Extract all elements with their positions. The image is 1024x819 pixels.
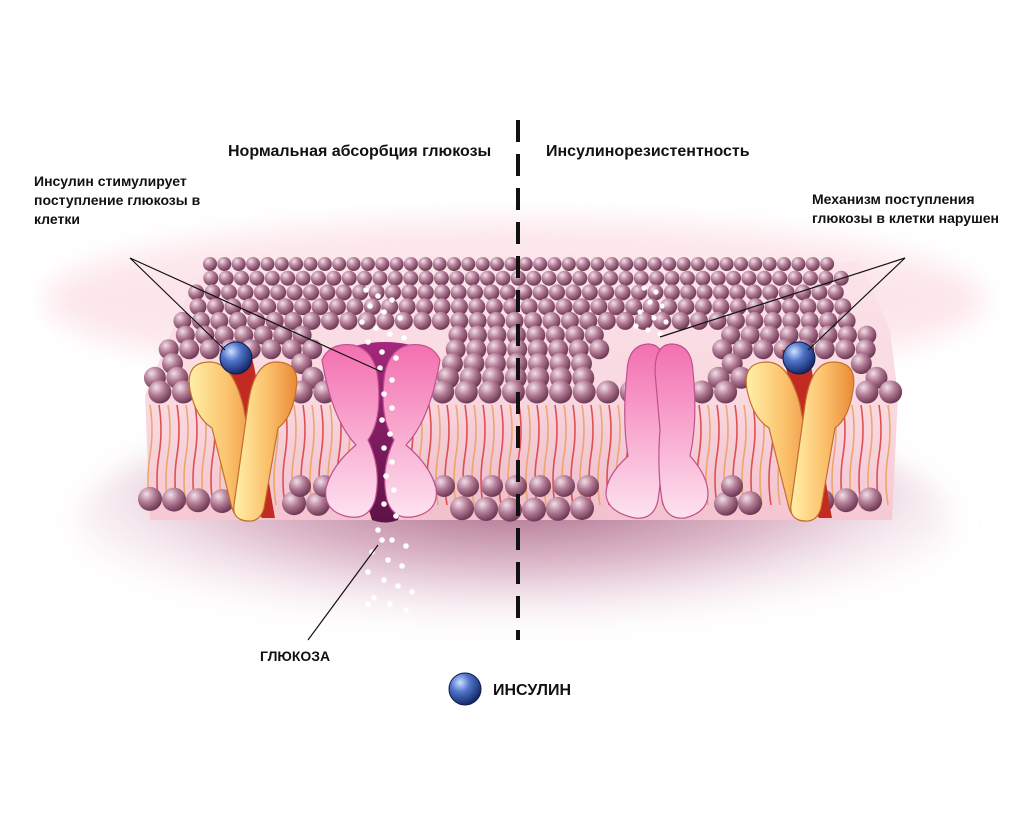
leader-left-to-transporter <box>129 257 383 373</box>
leader-lines <box>129 257 906 641</box>
insulin-molecule-right <box>782 341 816 375</box>
glucose-label: ГЛЮКОЗА <box>260 648 331 664</box>
note-insulin-stimulates: Инсулин стимулирует поступление глюкозы … <box>34 173 201 227</box>
insulin-receptor-left <box>188 350 298 522</box>
insulin-molecule-left <box>219 341 253 375</box>
leader-left-to-insulin <box>129 257 226 351</box>
transporter-wing-left <box>321 343 380 518</box>
insulin-receptor-right <box>745 350 855 522</box>
insulin-legend-label: ИНСУЛИН <box>493 682 572 699</box>
insulin-legend-icon <box>448 672 482 706</box>
lipid-heads <box>138 257 903 522</box>
title-insulin-resistance: Инсулинорезистентность <box>546 143 750 160</box>
leader-glucose <box>307 544 379 641</box>
receptor-arm-right <box>233 361 298 522</box>
note-mechanism-impaired: Механизм поступления глюкозы в клетки на… <box>812 191 999 226</box>
glucose-transporter-closed <box>605 343 709 519</box>
transporter-wing-right <box>382 343 441 518</box>
closed-wing-left <box>605 343 666 519</box>
closed-wing-right <box>654 343 709 519</box>
glucose-particles <box>359 287 415 613</box>
leader-right-to-transporter <box>659 257 906 338</box>
glucose-particles-blocked <box>633 285 669 337</box>
glucose-transporter-open <box>321 342 441 523</box>
leader-right-to-insulin <box>807 257 906 351</box>
title-normal-absorption: Нормальная абсорбция глюкозы <box>228 143 492 160</box>
